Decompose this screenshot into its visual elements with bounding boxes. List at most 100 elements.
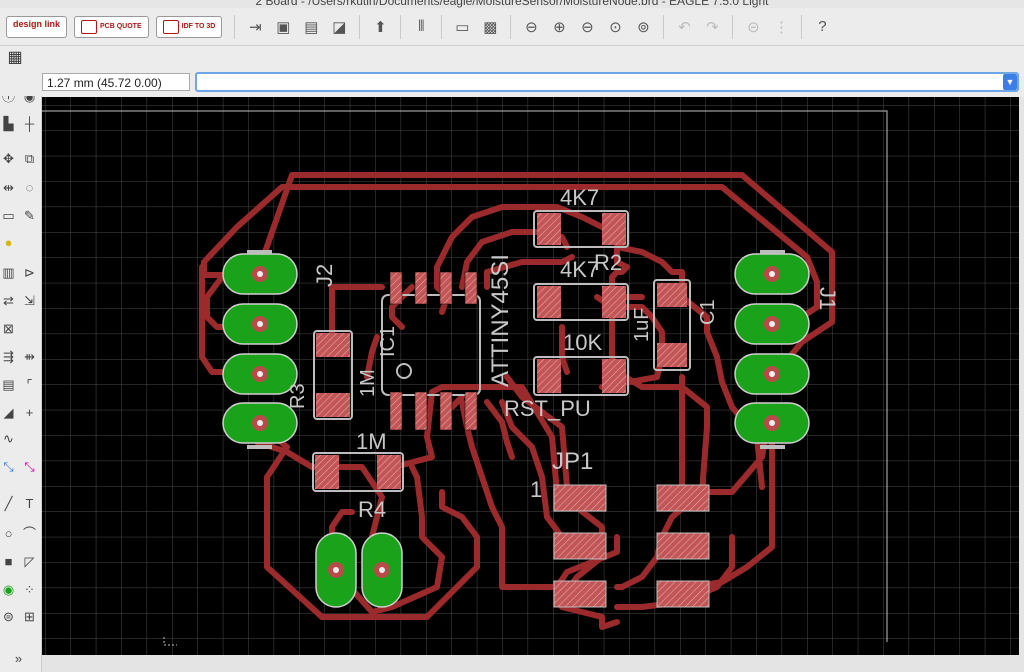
command-input[interactable] [195, 72, 1019, 92]
grid-icon[interactable]: ▦ [7, 49, 23, 66]
circle-icon[interactable]: ○ [4, 526, 13, 541]
design-link-button[interactable]: design link [6, 15, 68, 38]
origin-marker [163, 637, 177, 646]
zoom-in-icon[interactable]: ⊕ [553, 18, 566, 36]
window-title: 2 Board - /Users/rkutin/Documents/eagle/… [255, 0, 769, 8]
idf-icon [162, 19, 179, 34]
label-j1: J1 [815, 287, 840, 310]
vertical-scrollbar[interactable] [1019, 97, 1024, 655]
ic-pads [389, 271, 478, 431]
change-icon[interactable]: ⇲ [24, 293, 35, 308]
label-4k7-2: 4K7 [560, 257, 599, 282]
ratsnest-icon[interactable]: ⤡ [24, 459, 35, 474]
tool-palette: ⓘ ◉ ▙ ┼ ✥ ⧉ ⇹ ◌ ▭ ✎ ● ▥ ⊳ ⇄ ⇲ ⊠ ⇶ ⇻ ▤ ⌜ … [0, 70, 42, 672]
mirror-icon[interactable]: ⇹ [3, 180, 14, 195]
arc-icon[interactable]: ⌒ [22, 526, 36, 541]
add-icon[interactable]: ⊳ [24, 265, 35, 280]
toolbar-separator [732, 14, 734, 39]
label-r3: R3 [287, 383, 309, 409]
miter-icon[interactable]: ⌜ [26, 377, 33, 392]
label-r4: R4 [358, 497, 386, 522]
meander-icon[interactable]: ∿ [3, 431, 14, 446]
mark-icon[interactable]: ┼ [24, 116, 35, 131]
hole-icon[interactable]: ⁘ [24, 582, 35, 597]
zoom-out-icon[interactable]: ⊖ [581, 18, 594, 36]
ripup-icon[interactable]: + [25, 405, 34, 420]
display-icon[interactable]: ▙ [3, 116, 14, 131]
chevron-down-icon[interactable]: ▼ [1003, 74, 1017, 90]
optimize-icon[interactable]: ⇻ [24, 349, 35, 364]
toolbar-separator [510, 14, 512, 39]
horizontal-scrollbar[interactable] [42, 655, 1024, 672]
show-icon[interactable]: ◉ [23, 89, 36, 104]
go-icon[interactable]: ⋮ [773, 18, 789, 36]
polygon-icon[interactable]: ◸ [24, 554, 35, 569]
idf-label: IDF TO 3D [181, 23, 216, 30]
window-titlebar: 2 Board - /Users/rkutin/Documents/eagle/… [0, 0, 1024, 8]
label-rst: RST_PU [504, 396, 591, 421]
param-toolbar: ▦ [0, 47, 1024, 69]
move-icon[interactable]: ✥ [3, 151, 14, 166]
split-icon[interactable]: ⇶ [3, 349, 14, 364]
help-icon[interactable]: ? [818, 18, 827, 35]
label-pin1: 1 [530, 477, 542, 502]
ic-body [381, 294, 481, 396]
save-icon[interactable]: ▣ [276, 18, 291, 36]
layer-icon[interactable]: ▭ [455, 18, 470, 36]
cam-icon[interactable]: ◪ [332, 18, 347, 36]
pcb-quote-button[interactable]: PCB QUOTE [74, 15, 149, 38]
ic-pin1-dot [396, 363, 412, 379]
connector-pads [222, 253, 810, 608]
delete-icon[interactable]: ▥ [2, 265, 15, 280]
label-r2: R2 [594, 250, 622, 275]
grid [42, 97, 1019, 655]
via-icon[interactable]: ◉ [2, 582, 15, 597]
label-1m: 1M [356, 429, 387, 454]
idf-to-3d-button[interactable]: IDF TO 3D [155, 15, 223, 38]
pcb-quote-icon [81, 19, 98, 34]
open-icon[interactable]: ⇥ [249, 18, 262, 36]
zoom-select-icon[interactable]: ⊙ [609, 18, 622, 36]
lock-icon[interactable]: ⊠ [3, 321, 14, 336]
expand-icon[interactable]: » [14, 651, 23, 666]
label-jp1: JP1 [552, 448, 593, 475]
script-icon[interactable]: ⦀ [418, 18, 425, 35]
signal-icon[interactable]: ⤡ [3, 459, 14, 474]
paste-icon[interactable]: ● [4, 235, 13, 250]
print-icon[interactable]: ▤ [304, 18, 319, 36]
redo-icon[interactable]: ↷ [706, 18, 719, 36]
toolbar-separator [234, 14, 236, 39]
text-icon[interactable]: T [25, 496, 34, 511]
attribute-icon[interactable]: ⊜ [3, 609, 14, 624]
pcb-drawing: 4K7 4K7 R2 10K RST_PU JP1 1 R4 1M J1 J2 … [42, 97, 1019, 655]
design-link-icon: design link [13, 18, 61, 29]
smash-icon[interactable]: ▤ [2, 377, 15, 392]
label-1m-vert: 1M [357, 369, 379, 397]
ulp-icon[interactable]: ⬆ [374, 18, 387, 36]
undo-icon[interactable]: ↶ [678, 18, 691, 36]
board-canvas[interactable]: 4K7 4K7 R2 10K RST_PU JP1 1 R4 1M J1 J2 … [42, 97, 1019, 655]
toolbar-separator [359, 14, 361, 39]
command-bar: 1.27 mm (45.72 0.00) ▼ [0, 70, 1024, 96]
label-1uf: 1uF [631, 308, 653, 342]
zoom-fit-icon[interactable]: ⊖ [525, 18, 538, 36]
group-icon[interactable]: ▭ [2, 208, 15, 223]
copy-icon[interactable]: ⧉ [24, 151, 35, 166]
route-icon[interactable]: ◢ [3, 405, 14, 420]
toolbar-separator [400, 14, 402, 39]
rotate-icon[interactable]: ◌ [25, 180, 34, 195]
label-ic: ATTINY45SI [487, 254, 514, 387]
rect-icon[interactable]: ■ [4, 554, 13, 569]
color-icon[interactable]: ▩ [483, 18, 498, 36]
zoom-area-icon[interactable]: ⊚ [637, 18, 650, 36]
smd-parts [312, 210, 691, 492]
toolbar-separator [441, 14, 443, 39]
stop-icon[interactable]: ⊝ [747, 18, 760, 36]
wrench-icon[interactable]: ✎ [24, 208, 35, 223]
replace-icon[interactable]: ⇄ [3, 293, 14, 308]
jp1-pads [553, 484, 710, 608]
label-10k: 10K [563, 330, 602, 355]
dimension-icon[interactable]: ⊞ [24, 609, 35, 624]
wire-icon[interactable]: ╱ [4, 496, 13, 511]
silk-marks [247, 250, 785, 449]
